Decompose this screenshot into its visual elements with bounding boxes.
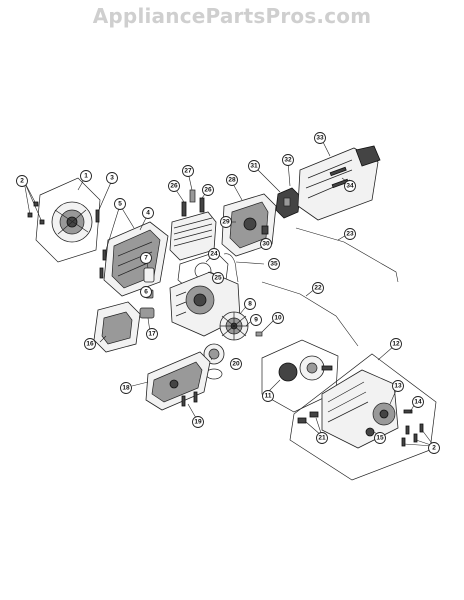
callout-3: 3: [106, 172, 118, 184]
svg-text:31: 31: [250, 163, 258, 170]
callout-9: 9: [250, 314, 262, 326]
callout-1: 1: [80, 170, 92, 182]
svg-text:14: 14: [414, 399, 422, 406]
svg-text:1: 1: [84, 173, 88, 180]
callout-7: 7: [140, 252, 152, 264]
clutch-housing: [289, 353, 437, 481]
svg-text:11: 11: [265, 393, 272, 400]
callout-26-left: 26: [168, 180, 180, 192]
svg-text:26: 26: [204, 187, 212, 194]
svg-text:8: 8: [248, 301, 252, 308]
svg-text:35: 35: [270, 261, 278, 268]
callout-24: 24: [208, 248, 220, 260]
screw-set-top-left: [23, 180, 45, 225]
callout-17: 17: [146, 328, 158, 340]
air-filter-cover: [93, 301, 141, 353]
callout-19: 19: [192, 416, 204, 428]
svg-text:6: 6: [144, 289, 148, 296]
callout-22: 22: [312, 282, 324, 294]
svg-text:20: 20: [232, 361, 240, 368]
svg-text:19: 19: [194, 419, 202, 426]
callout-2-top-left: 2: [16, 175, 28, 187]
svg-text:34: 34: [346, 183, 354, 190]
throttle-cable: [295, 227, 399, 283]
svg-text:9: 9: [254, 317, 258, 324]
svg-text:21: 21: [318, 435, 326, 442]
svg-text:22: 22: [314, 285, 322, 292]
fuel-tank: [145, 351, 211, 411]
callout-14: 14: [412, 396, 424, 408]
callout-32: 32: [282, 154, 294, 166]
cylinder-shroud: [103, 221, 169, 297]
svg-text:2: 2: [432, 445, 436, 452]
svg-text:2: 2: [20, 178, 24, 185]
callout-15: 15: [374, 432, 386, 444]
muffler: [297, 145, 381, 221]
callout-27: 27: [182, 165, 194, 177]
svg-text:5: 5: [118, 201, 122, 208]
callout-25: 25: [212, 272, 224, 284]
svg-text:16: 16: [86, 341, 94, 348]
callout-29: 29: [220, 216, 232, 228]
flywheel: [219, 311, 249, 341]
svg-text:30: 30: [262, 241, 270, 248]
callout-5: 5: [114, 198, 126, 210]
callout-33: 33: [314, 132, 326, 144]
callout-30: 30: [260, 238, 272, 250]
svg-text:12: 12: [392, 341, 400, 348]
cylinder-head: [169, 189, 217, 261]
svg-text:13: 13: [394, 383, 402, 390]
callout-2-bottom-right: 2: [428, 442, 440, 454]
callout-21: 21: [316, 432, 328, 444]
svg-text:17: 17: [148, 331, 156, 338]
svg-text:3: 3: [110, 175, 114, 182]
callout-6: 6: [140, 286, 152, 298]
callout-12: 12: [390, 338, 402, 350]
svg-text:23: 23: [346, 231, 354, 238]
starter-housing: [35, 177, 101, 263]
clamp-pieces: [297, 411, 319, 424]
svg-text:26: 26: [170, 183, 178, 190]
callout-11: 11: [262, 390, 274, 402]
callout-26-right: 26: [202, 184, 214, 196]
svg-text:7: 7: [144, 255, 148, 262]
clutch-drum-group: [261, 339, 339, 413]
svg-text:18: 18: [122, 385, 130, 392]
watermark: AppliancePartsPros.com: [92, 4, 372, 28]
callout-8: 8: [244, 298, 256, 310]
svg-text:33: 33: [316, 135, 324, 142]
spacer-block: [139, 307, 155, 319]
svg-text:10: 10: [274, 315, 282, 322]
svg-text:29: 29: [222, 219, 230, 226]
svg-text:27: 27: [184, 168, 192, 175]
callout-23: 23: [344, 228, 356, 240]
svg-text:25: 25: [214, 275, 222, 282]
callout-31: 31: [248, 160, 260, 172]
callout-13: 13: [392, 380, 404, 392]
callout-35: 35: [268, 258, 280, 270]
svg-text:28: 28: [228, 177, 236, 184]
callout-10: 10: [272, 312, 284, 324]
callout-34: 34: [344, 180, 356, 192]
callout-20: 20: [230, 358, 242, 370]
svg-text:15: 15: [376, 435, 384, 442]
svg-text:4: 4: [146, 210, 150, 217]
callout-18: 18: [120, 382, 132, 394]
svg-text:32: 32: [284, 157, 292, 164]
callout-16: 16: [84, 338, 96, 350]
stop-wire: [261, 281, 359, 347]
svg-text:24: 24: [210, 251, 218, 258]
callout-4: 4: [142, 207, 154, 219]
ignition-coil: [275, 187, 301, 219]
callout-28: 28: [226, 174, 238, 186]
